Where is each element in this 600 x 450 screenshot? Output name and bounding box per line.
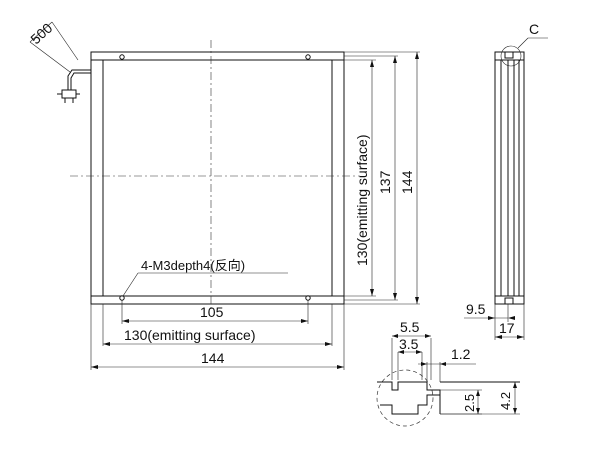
dim-lip-label: 1.2 xyxy=(451,346,471,362)
detail-c-reference-label: C xyxy=(529,21,539,37)
dim-total-depth-label: 4.2 xyxy=(498,392,513,410)
detail-c-marker-circle xyxy=(500,45,522,67)
mount-hole-top-right xyxy=(305,54,311,60)
front-view: 500 4-M3depth4(反向) 105 130(emitting surf… xyxy=(27,20,420,370)
dim-slot-width-label: 3.5 xyxy=(399,336,419,352)
dim-offset-label: 9.5 xyxy=(466,301,486,317)
detail-c-view: 5.5 3.5 1.2 2.5 4.2 xyxy=(376,319,520,427)
cable: 500 xyxy=(27,20,91,103)
mount-hole-label: 4-M3depth4(反向) xyxy=(141,258,245,273)
side-top-slot xyxy=(504,51,514,59)
dim-outer-height-label: 144 xyxy=(399,170,415,194)
cable-connector xyxy=(61,89,77,99)
dim-emitting-height-label: 130(emitting surface) xyxy=(354,134,370,266)
detail-c-profile xyxy=(377,381,441,415)
mount-hole-leader xyxy=(122,272,139,297)
dim-emitting-width-label: 130(emitting surface) xyxy=(124,327,256,343)
detail-c-boundary xyxy=(376,369,434,427)
dim-inner-height-label: 137 xyxy=(377,170,393,194)
dim-top-width-label: 5.5 xyxy=(400,319,420,335)
dim-slot-depth-label: 2.5 xyxy=(462,394,477,412)
side-profile-outline xyxy=(494,51,525,305)
dim-hole-pitch-label: 105 xyxy=(200,304,224,320)
side-view: C 17 9.5 xyxy=(464,21,548,340)
dim-thickness-label: 17 xyxy=(499,320,515,336)
dim-outer-width-label: 144 xyxy=(201,350,225,366)
mount-hole-top-left xyxy=(119,54,125,60)
side-bottom-slot xyxy=(504,297,514,305)
panel-inner-border xyxy=(90,59,345,297)
